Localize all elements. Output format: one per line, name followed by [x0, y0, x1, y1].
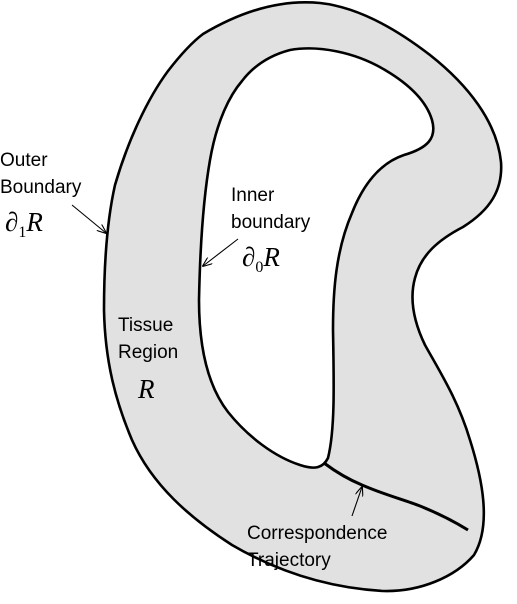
tissue-region-shape — [102, 1, 503, 593]
tissue-region-label-line1: Tissue — [118, 315, 173, 336]
inner-boundary-label-line2: boundary — [231, 212, 311, 233]
trajectory-arrow — [351, 487, 362, 517]
tissue-region-label-line2: Region — [118, 342, 178, 363]
inner-boundary-label-line1: Inner — [231, 185, 275, 206]
trajectory-label-line2: Trajectory — [247, 550, 331, 571]
outer-boundary-symbol: ∂1R — [5, 207, 43, 241]
inner-boundary-arrow — [203, 238, 239, 266]
outer-boundary-label-line1: Outer — [0, 150, 48, 171]
correspondence-trajectory-curve — [323, 461, 469, 532]
trajectory-label-line1: Correspondence — [247, 523, 387, 544]
outer-boundary-arrow — [71, 204, 106, 233]
inner-boundary-symbol: ∂0R — [242, 242, 280, 276]
outer-boundary-label-line2: Boundary — [0, 177, 82, 198]
tissue-region-symbol: R — [137, 374, 155, 404]
